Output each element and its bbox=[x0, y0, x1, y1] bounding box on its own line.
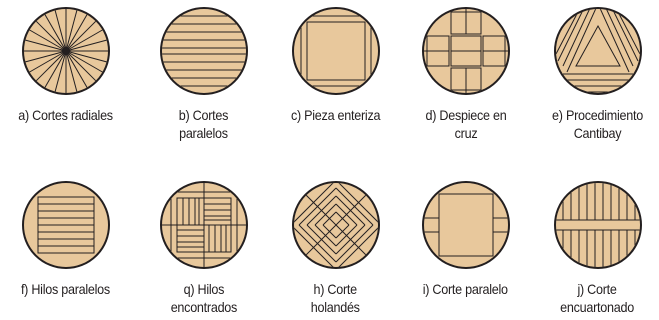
pattern-whole-piece: c) Pieza enteriza bbox=[270, 6, 401, 124]
radial-line bbox=[28, 29, 66, 52]
radial-line bbox=[44, 14, 66, 52]
radial-line bbox=[65, 10, 77, 52]
cantibay-diagram bbox=[553, 7, 642, 95]
radial-line bbox=[35, 20, 66, 52]
cross-cutting-diagram bbox=[421, 7, 510, 95]
pattern-cross-cutting: d) Despiece en cruz bbox=[400, 6, 531, 142]
caption-g: q) Hilos encontrados bbox=[170, 281, 237, 315]
opposed-grain-diagram bbox=[159, 181, 248, 269]
pattern-parallel-grain: f) Hilos paralelos bbox=[0, 180, 131, 298]
radial-line bbox=[65, 14, 87, 52]
radial-line bbox=[54, 50, 66, 92]
pattern-quartered-cut: j) Corte encuartonado bbox=[532, 180, 659, 316]
parallel-grain-diagram bbox=[21, 181, 110, 269]
caption-a: a) Cortes radiales bbox=[18, 107, 113, 123]
radial-line bbox=[65, 50, 103, 73]
pattern-cantibay: e) Procedimiento Cantibay bbox=[532, 6, 659, 142]
radial-line bbox=[65, 50, 87, 88]
caption-h: h) Corte holandés bbox=[311, 281, 360, 315]
parallel-cut-diagram bbox=[421, 181, 510, 269]
quartered-cut-diagram bbox=[553, 181, 642, 269]
caption-e: e) Procedimiento Cantibay bbox=[552, 107, 643, 141]
radial-line bbox=[65, 50, 107, 63]
caption-i: i) Corte paralelo bbox=[422, 281, 509, 297]
radial-line bbox=[28, 50, 66, 73]
parallel-cuts-diagram bbox=[159, 7, 248, 95]
radial-line bbox=[24, 50, 66, 63]
radial-line bbox=[65, 20, 96, 52]
pattern-dutch-cut: h) Corte holandés bbox=[270, 180, 401, 316]
radial-line bbox=[65, 39, 107, 52]
pattern-opposed-grain: q) Hilos encontrados bbox=[138, 180, 269, 316]
dutch-cut-diagram bbox=[291, 181, 380, 269]
radial-cuts-diagram bbox=[21, 7, 110, 95]
caption-c: c) Pieza enteriza bbox=[290, 107, 381, 123]
whole-piece-diagram bbox=[291, 7, 380, 95]
caption-f: f) Hilos paralelos bbox=[21, 281, 110, 297]
radial-line bbox=[65, 50, 77, 92]
caption-d: d) Despiece en cruz bbox=[425, 107, 506, 141]
radial-line bbox=[65, 29, 103, 52]
pattern-radial-cuts: a) Cortes radiales bbox=[0, 6, 131, 124]
pattern-parallel-cuts: b) Cortes paralelos bbox=[138, 6, 269, 142]
radial-line bbox=[54, 10, 66, 52]
radial-line bbox=[65, 50, 96, 82]
caption-j: j) Corte encuartonado bbox=[560, 281, 635, 315]
pattern-parallel-cut: i) Corte paralelo bbox=[400, 180, 531, 298]
caption-b: b) Cortes paralelos bbox=[178, 107, 229, 141]
radial-line bbox=[44, 50, 66, 88]
radial-line bbox=[24, 39, 66, 52]
radial-line bbox=[35, 50, 66, 82]
